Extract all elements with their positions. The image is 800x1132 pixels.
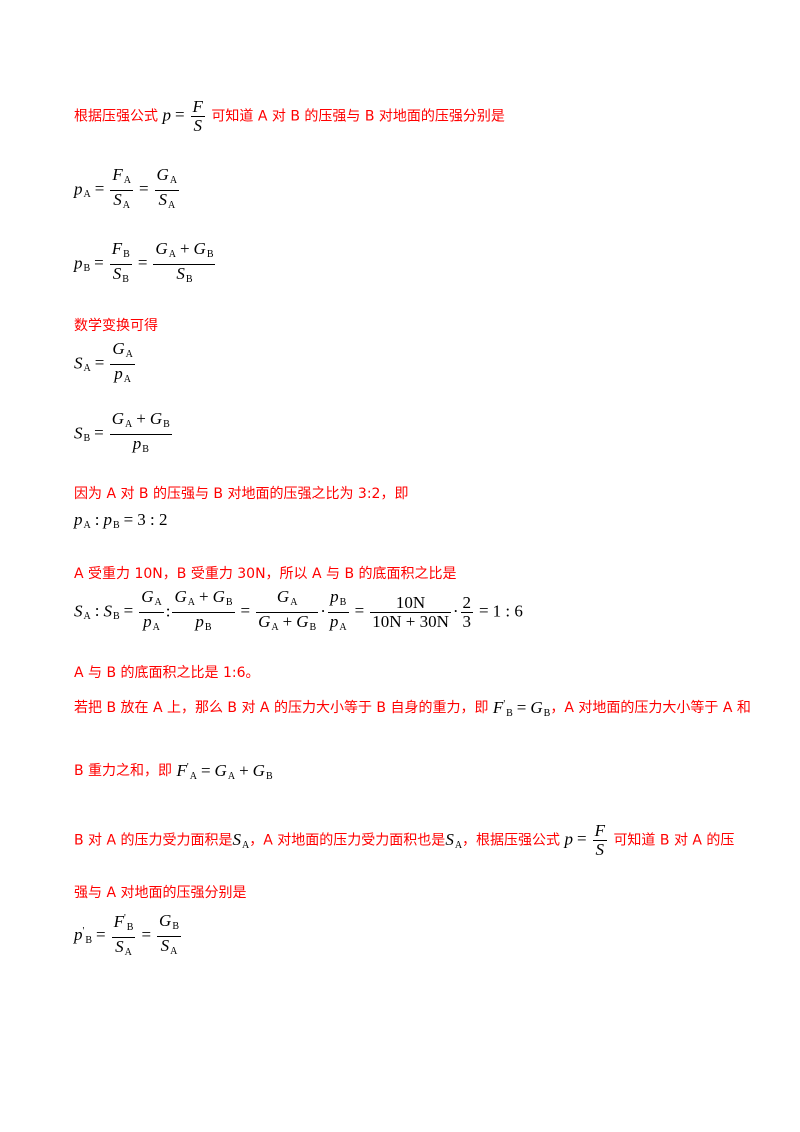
text-pressures-intro: 强与 A 对地面的压强分别是 — [74, 885, 247, 901]
formula-FA-prime: F'A=GA+GB — [176, 760, 273, 782]
eq-pressure-ratio: pA:pB=3 : 2 — [74, 510, 168, 531]
line-contact-area: B 对 A 的压力受力面积是SA，A 对地面的压力受力面积也是SA，根据压强公式… — [74, 821, 735, 859]
text-transform: 数学变换可得 — [74, 318, 158, 334]
line-sum-weights: B 重力之和，即 F'A=GA+GB — [74, 760, 273, 782]
text-weights: A 受重力 10N，B 受重力 30N，所以 A 与 B 的底面积之比是 — [74, 566, 457, 582]
text-formula-intro: 根据压强公式 — [74, 108, 158, 125]
text-ratio-intro: 因为 A 对 B 的压强与 B 对地面的压强之比为 3:2，即 — [74, 486, 409, 502]
formula-FB-prime: F'B=GB — [492, 697, 551, 719]
text-formula-consequence: 可知道 A 对 B 的压强与 B 对地面的压强分别是 — [211, 108, 505, 125]
text-area-ratio-result: A 与 B 的底面积之比是 1:6。 — [74, 665, 260, 681]
line-stack-b-on-a: 若把 B 放在 A 上，那么 B 对 A 的压力大小等于 B 自身的重力，即 F… — [74, 697, 751, 719]
